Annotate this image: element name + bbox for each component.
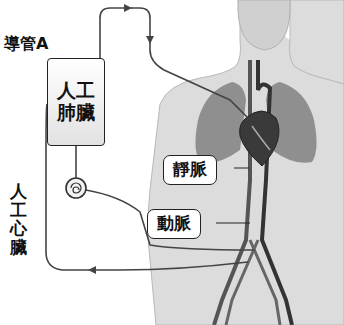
tube-a [100,8,248,118]
device-label: 人工心臟 [10,182,27,257]
callout-box: 動脈 [147,209,201,239]
tube-label: 導管A [4,34,48,55]
pump-spiral [71,183,81,193]
body-silhouette [148,0,344,325]
heart-detail [252,126,270,150]
node-text: 靜脈 [173,160,207,180]
vena-cava [214,60,250,325]
arrow [124,4,154,44]
node-text: 動脈 [157,214,191,234]
tube [75,146,77,178]
node-text: 人工肺臟 [57,80,95,124]
iliac [226,240,280,325]
artificial-lung-box: 人工肺臟 [47,58,105,146]
lung-left [195,82,246,163]
heart [240,111,279,166]
leader-line [216,168,250,223]
aorta [258,60,292,325]
callout-box: 靜脈 [163,155,217,185]
pump [66,178,86,198]
arrow [88,266,96,274]
head [238,0,290,50]
tube-artery [86,190,255,250]
